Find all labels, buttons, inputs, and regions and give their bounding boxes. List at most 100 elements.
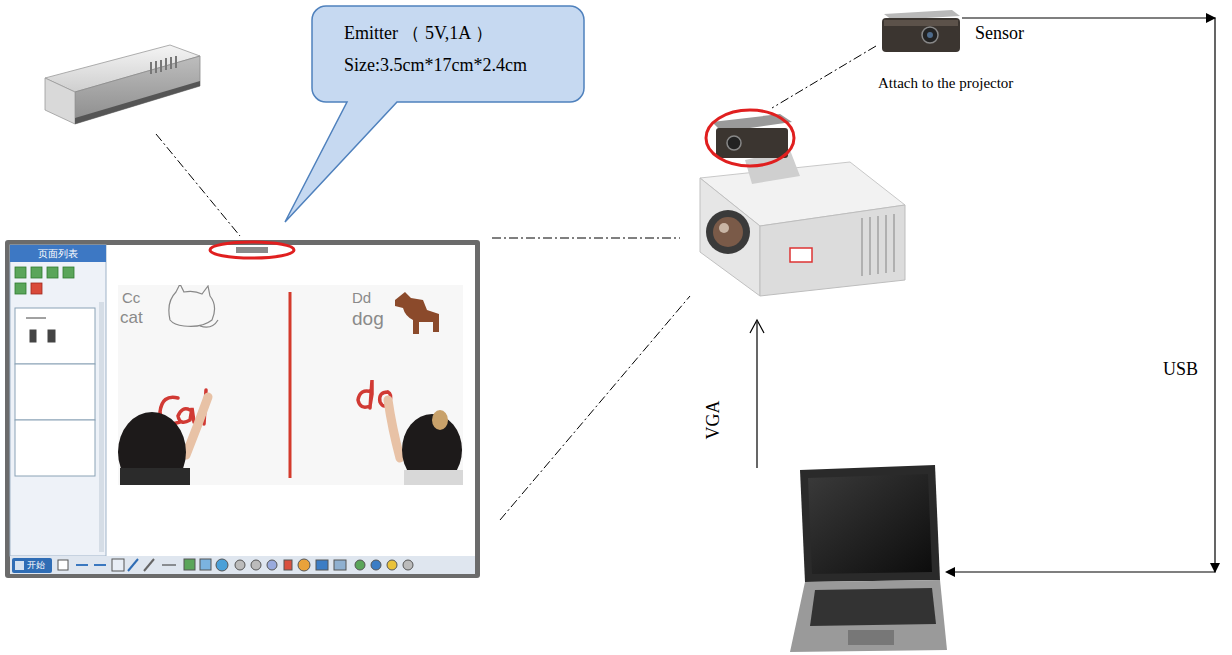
sensor-device xyxy=(927,32,933,38)
projector xyxy=(719,223,729,233)
whiteboard-screen xyxy=(144,559,154,571)
whiteboard-screen xyxy=(94,564,106,566)
leader-line xyxy=(772,46,876,108)
callout-text: Size:3.5cm*17cm*2.4cm xyxy=(344,54,584,76)
whiteboard-screen xyxy=(128,559,138,571)
word-text: cat xyxy=(120,308,143,328)
whiteboard-screen xyxy=(10,245,475,573)
usb-wire xyxy=(945,567,955,577)
whiteboard-screen xyxy=(31,267,42,278)
whiteboard-screen xyxy=(316,560,328,570)
whiteboard-screen xyxy=(355,560,365,570)
whiteboard-screen xyxy=(10,245,106,262)
whiteboard-screen xyxy=(58,560,68,570)
emitter-device xyxy=(155,61,157,73)
emitter-device xyxy=(45,45,200,124)
whiteboard-screen xyxy=(15,420,95,476)
whiteboard-screen xyxy=(15,283,26,294)
whiteboard-screen xyxy=(267,560,277,570)
whiteboard-screen xyxy=(15,267,74,294)
usb-wire xyxy=(947,18,1215,572)
vga-arrow xyxy=(750,320,764,333)
whiteboard-screen xyxy=(112,559,124,571)
whiteboard-screen xyxy=(118,285,463,485)
whiteboard-screen xyxy=(169,285,218,327)
whiteboard-screen xyxy=(289,292,292,478)
word-text: dog xyxy=(352,307,384,330)
leader-line xyxy=(156,134,240,236)
emitter-device xyxy=(45,78,75,124)
sensor-device xyxy=(882,10,960,52)
signal-label: VGA xyxy=(702,401,724,440)
whiteboard-screen xyxy=(184,559,195,570)
projector xyxy=(893,214,895,272)
whiteboard-screen xyxy=(432,410,448,430)
sensor-device xyxy=(884,20,958,26)
leader-line xyxy=(492,238,680,239)
whiteboard-screen xyxy=(216,559,228,571)
emitter-device xyxy=(75,56,200,124)
laptop xyxy=(790,465,947,652)
laptop xyxy=(800,465,940,582)
whiteboard-screen xyxy=(47,267,58,278)
emitter-device xyxy=(75,81,200,124)
usb-wire xyxy=(1206,13,1216,23)
note-text: Attach to the projector xyxy=(878,74,1013,92)
emitter-device xyxy=(175,56,177,68)
whiteboard-screen xyxy=(15,308,95,476)
projector xyxy=(700,110,905,296)
vga-arrow xyxy=(750,320,764,468)
whiteboard-screen xyxy=(387,560,397,570)
usb-wire xyxy=(945,13,1220,577)
whiteboard-screen xyxy=(5,240,480,578)
laptop xyxy=(808,474,932,574)
sensor-device xyxy=(882,18,960,52)
projector xyxy=(760,205,905,296)
emitter-device xyxy=(165,58,167,70)
whiteboard-screen xyxy=(48,330,55,342)
emitter-device xyxy=(150,56,177,74)
whiteboard-screen xyxy=(235,560,245,570)
signal-label: USB xyxy=(1163,358,1198,380)
projector xyxy=(727,136,741,150)
button-label: 开始 xyxy=(27,558,45,573)
projector xyxy=(877,216,879,274)
whiteboard-screen xyxy=(284,560,292,570)
device-label: Sensor xyxy=(975,22,1024,44)
whiteboard-screen xyxy=(99,302,104,552)
whiteboard-screen xyxy=(31,283,42,294)
whiteboard-screen xyxy=(210,242,294,258)
whiteboard-screen xyxy=(236,247,268,253)
whiteboard-screen xyxy=(15,308,95,364)
callout-text: Emitter （ 5V,1A ） xyxy=(344,22,584,44)
whiteboard-screen xyxy=(395,292,439,334)
whiteboard-screen xyxy=(120,468,190,485)
projector xyxy=(790,248,812,262)
projector xyxy=(716,128,788,158)
projector xyxy=(885,215,887,273)
projector xyxy=(713,217,743,247)
whiteboard-screen xyxy=(298,559,310,571)
whiteboard-screen xyxy=(5,240,480,578)
whiteboard-screen xyxy=(200,559,211,570)
whiteboard-screen xyxy=(26,318,46,319)
callout-box: Emitter （ 5V,1A ） Size:3.5cm*17cm*2.4cm xyxy=(312,6,584,102)
whiteboard-screen xyxy=(162,565,176,566)
whiteboard-screen xyxy=(10,245,106,556)
whiteboard-screen xyxy=(10,556,475,574)
whiteboard-screen xyxy=(388,400,400,458)
emitter-device xyxy=(150,62,152,74)
whiteboard-screen xyxy=(12,558,52,573)
sensor-device xyxy=(922,27,938,43)
whiteboard-screen xyxy=(251,560,261,570)
emitter-device xyxy=(160,60,162,72)
whiteboard-screen xyxy=(371,560,381,570)
whiteboard-screen xyxy=(404,470,463,485)
emitter-device xyxy=(170,57,172,69)
usb-wire xyxy=(1210,563,1220,573)
laptop xyxy=(790,580,947,652)
whiteboard-screen xyxy=(334,560,346,570)
projector xyxy=(861,218,863,276)
laptop xyxy=(848,630,894,645)
